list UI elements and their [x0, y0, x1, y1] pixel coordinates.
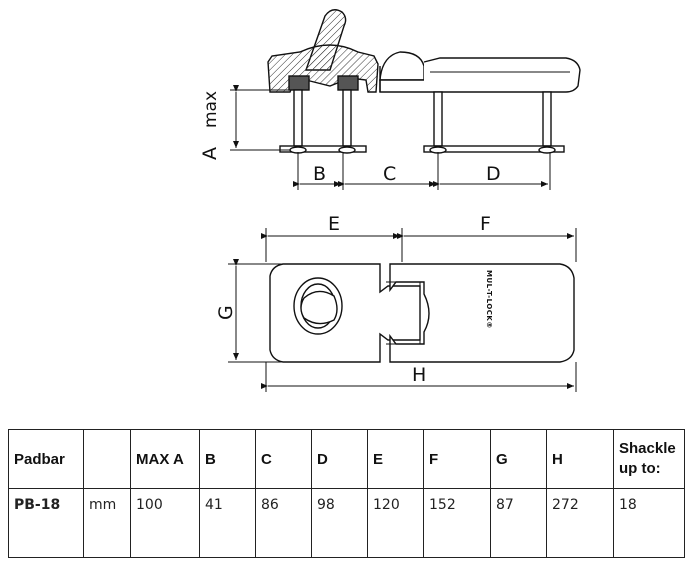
- label-d: D: [486, 163, 501, 185]
- header-c: C: [255, 429, 312, 489]
- value-f: 152: [423, 488, 491, 558]
- left-nut: [288, 75, 310, 91]
- dim-a-max: [230, 85, 292, 151]
- hinge-knuckle: [379, 51, 425, 81]
- model-cell: PB-18: [8, 488, 84, 558]
- value-e: 120: [367, 488, 424, 558]
- header-padbar: Padbar: [8, 429, 84, 489]
- unit-cell: mm: [83, 488, 131, 558]
- value-c: 86: [255, 488, 312, 558]
- header-h: H: [546, 429, 614, 489]
- header-unit: [83, 429, 131, 489]
- label-a: A: [199, 147, 221, 160]
- header-shackle: Shackle up to:: [613, 429, 685, 489]
- label-c: C: [383, 163, 396, 185]
- right-backplate: [423, 145, 565, 153]
- value-h: 272: [546, 488, 614, 558]
- turn-knob-grip: [300, 290, 338, 325]
- value-max-a: 100: [130, 488, 200, 558]
- label-e: E: [328, 213, 340, 235]
- hasp-arm: [379, 57, 581, 93]
- header-f: F: [423, 429, 491, 489]
- spec-table: Padbar MAX A B C D E F G H Shackle up to…: [8, 429, 685, 558]
- value-b: 41: [199, 488, 256, 558]
- brand-logo-text: MUL-T-LOCK®: [485, 270, 493, 329]
- header-g: G: [490, 429, 547, 489]
- value-shackle: 18: [613, 488, 685, 558]
- dim-h: [261, 362, 577, 392]
- label-h: H: [412, 364, 426, 386]
- dim-bcd: [293, 152, 551, 190]
- label-b: B: [313, 163, 326, 185]
- label-f: F: [480, 213, 491, 235]
- dim-ef: [261, 228, 577, 262]
- lock-body-section: [267, 44, 379, 93]
- left-backplate: [279, 145, 367, 153]
- label-max: max: [201, 91, 221, 128]
- right-hasp: [389, 263, 575, 363]
- header-max-a: MAX A: [130, 429, 200, 489]
- table-row: PB-18 mm 100 41 86 98 120 152 87 272 18: [8, 488, 685, 558]
- right-nut: [337, 75, 359, 91]
- padbar-technical-drawing: A max B C D MUL-T-LOCK® E F: [199, 9, 581, 392]
- table-header-row: Padbar MAX A B C D E F G H Shackle up to…: [8, 429, 685, 489]
- dim-g: [228, 259, 282, 363]
- header-d: D: [311, 429, 368, 489]
- header-b: B: [199, 429, 256, 489]
- label-g: G: [215, 305, 237, 320]
- bolts: [293, 89, 552, 147]
- value-g: 87: [490, 488, 547, 558]
- value-d: 98: [311, 488, 368, 558]
- side-view: [267, 9, 581, 154]
- header-e: E: [367, 429, 424, 489]
- top-view: [269, 263, 575, 363]
